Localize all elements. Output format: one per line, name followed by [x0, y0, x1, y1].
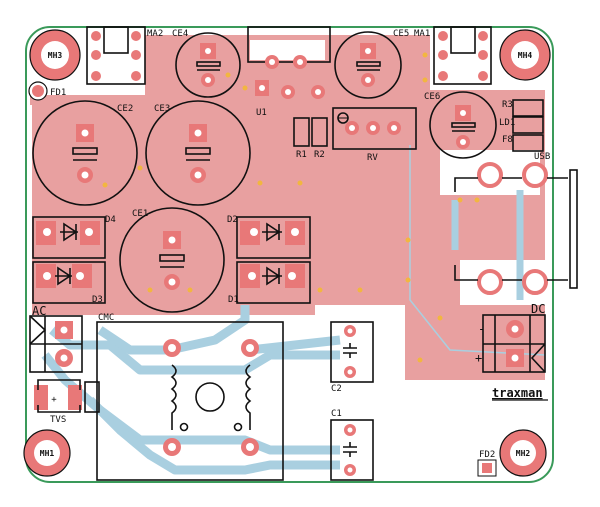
silkscreen-label: R2 — [314, 150, 325, 160]
trimmer-rv[interactable]: RV — [332, 107, 417, 163]
smd-group-r3-ld1-f8[interactable]: R3 LD1 F8 — [499, 99, 544, 152]
mh1-label: MH1 — [40, 449, 55, 458]
diode-d1[interactable]: D1 — [228, 261, 311, 305]
silkscreen-label: U1 — [256, 108, 267, 118]
silkscreen-label: USB — [534, 152, 550, 162]
silkscreen-label: D3 — [92, 295, 103, 305]
component-ma1[interactable]: MA1 — [414, 26, 492, 85]
capacitor-c2[interactable]: C2 — [330, 321, 374, 394]
silkscreen-label: CE2 — [117, 104, 133, 114]
silkscreen-label: D2 — [227, 215, 238, 225]
common-mode-choke-cmc[interactable]: CMC — [84, 313, 284, 481]
silkscreen-label: CE4 — [172, 29, 188, 39]
traces — [41, 145, 546, 475]
traxman-logo: traxman — [492, 386, 548, 401]
resistor-r1[interactable]: R1 — [293, 117, 310, 160]
capacitor-ce3[interactable]: CE3 — [145, 100, 251, 206]
component-ma2[interactable]: MA2 — [86, 26, 163, 85]
silkscreen-label: CE1 — [132, 209, 148, 219]
silkscreen-label: D1 — [228, 295, 239, 305]
silkscreen-label: DC — [531, 302, 545, 316]
silkscreen-label: R1 — [296, 150, 307, 160]
silkscreen-label: FD1 — [50, 88, 66, 98]
silkscreen-label: FD2 — [479, 450, 495, 460]
mounting-hole-mh3[interactable]: MH3 — [29, 29, 81, 81]
silkscreen-label: CMC — [98, 313, 114, 323]
diode-d3[interactable]: D3 — [32, 261, 106, 305]
mh3-label: MH3 — [48, 51, 63, 60]
mounting-hole-mh4[interactable]: MH4 — [499, 29, 551, 81]
silkscreen-label: AC — [32, 304, 46, 318]
silkscreen-label: TVS — [50, 415, 66, 425]
fiducial-fd1: FD1 — [28, 81, 66, 101]
diode-d4[interactable]: D4 — [32, 215, 116, 259]
silkscreen-label: RV — [367, 153, 378, 163]
silkscreen-label: - — [478, 322, 485, 336]
capacitor-c1[interactable]: C1 — [330, 409, 374, 481]
silkscreen-label: + — [475, 351, 482, 365]
silkscreen-label: LD1 — [499, 118, 515, 128]
silkscreen-label: CE5 — [393, 29, 409, 39]
silkscreen-label: + — [51, 395, 57, 405]
silkscreen-label: MA2 — [147, 29, 163, 39]
silkscreen-label: F8 — [502, 135, 513, 145]
resistor-r2[interactable]: R2 — [311, 117, 328, 160]
mh4-label: MH4 — [518, 51, 533, 60]
vias — [102, 52, 480, 363]
regulator-u1[interactable]: U1 — [247, 26, 331, 118]
fiducial-fd2: FD2 — [477, 450, 497, 477]
tvs-diode[interactable]: + TVS — [34, 379, 82, 425]
connector-ac[interactable]: AC — [29, 304, 83, 373]
mounting-hole-mh2[interactable]: MH2 — [499, 429, 547, 477]
capacitor-ce1[interactable]: CE1 — [119, 207, 225, 313]
mounting-hole-mh1[interactable]: MH1 — [23, 429, 71, 477]
connector-dc[interactable]: - + DC — [475, 302, 546, 373]
silkscreen-label: MA1 — [414, 29, 430, 39]
capacitor-ce4[interactable]: CE4 — [172, 29, 241, 98]
silkscreen-label: CE6 — [424, 92, 440, 102]
capacitor-ce2[interactable]: CE2 — [32, 100, 138, 206]
diode-d2[interactable]: D2 — [227, 215, 311, 259]
capacitor-ce5[interactable]: CE5 — [334, 29, 409, 99]
capacitor-ce6[interactable]: CE6 — [424, 91, 497, 159]
usb-connector[interactable]: USB — [454, 152, 578, 295]
silkscreen-label: CE3 — [154, 104, 170, 114]
silkscreen-label: C2 — [331, 384, 342, 394]
mh2-label: MH2 — [516, 449, 531, 458]
silkscreen-label: C1 — [331, 409, 342, 419]
silkscreen-label: R3 — [502, 100, 513, 110]
silkscreen-label: traxman — [492, 386, 543, 400]
silkscreen-label: D4 — [105, 215, 116, 225]
